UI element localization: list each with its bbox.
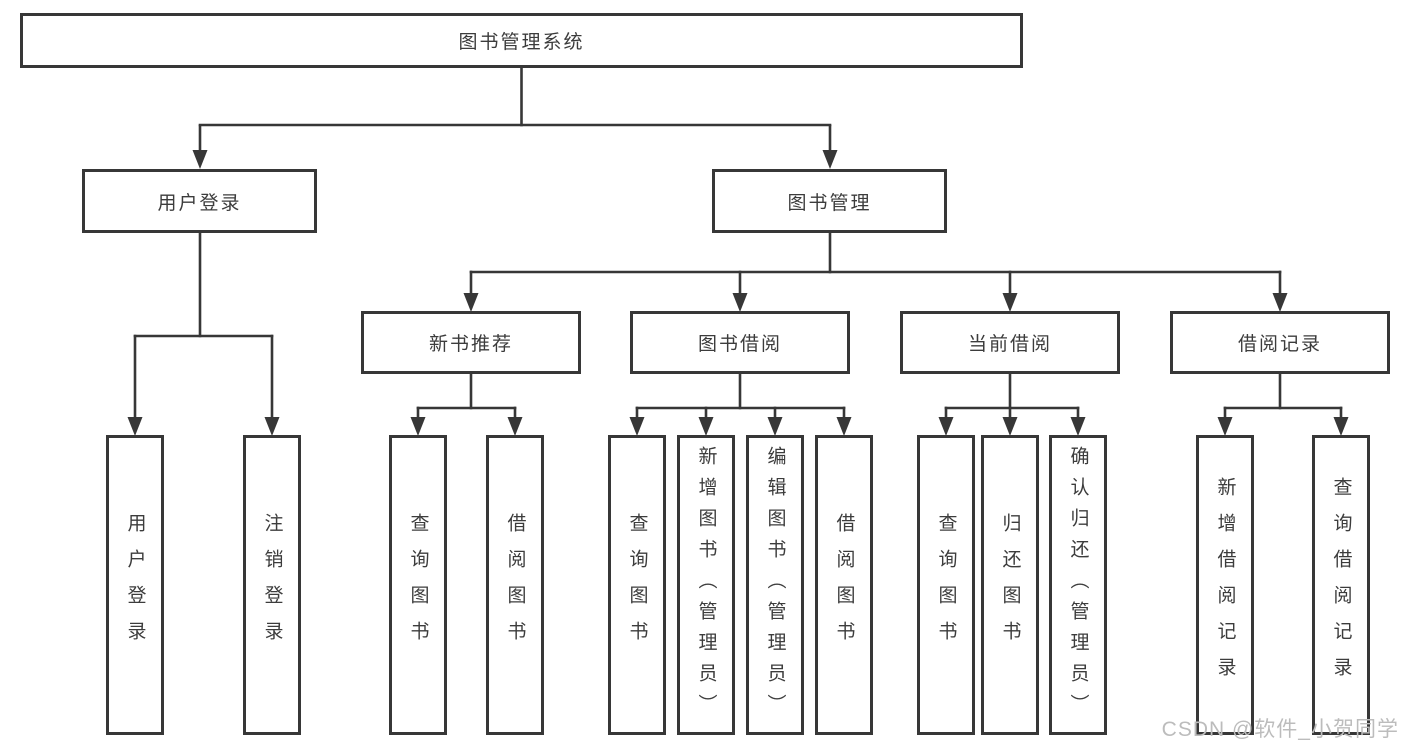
node-label: 图书管理: [787, 192, 872, 214]
leaf-user-login: 用户登录: [106, 435, 164, 735]
node-label: 归还图书: [999, 513, 1021, 657]
node-label: 查询图书: [626, 513, 648, 657]
node-label: 确认归还（管理员）: [1067, 445, 1089, 725]
leaf-current-confirm-return-admin: 确认归还（管理员）: [1049, 435, 1107, 735]
leaf-borrow-edit-book-admin: 编辑图书（管理员）: [746, 435, 804, 735]
node-book-borrow: 图书借阅: [630, 311, 850, 374]
node-label: 新增借阅记录: [1214, 477, 1236, 693]
leaf-borrow-add-book-admin: 新增图书（管理员）: [677, 435, 735, 735]
node-label: 新书推荐: [428, 334, 513, 355]
node-label: 图书管理系统: [458, 32, 585, 53]
leaf-borrow-borrow-books: 借阅图书: [815, 435, 873, 735]
node-library-system: 图书管理系统: [20, 13, 1023, 68]
node-label: 用户登录: [157, 192, 242, 214]
node-book-management: 图书管理: [712, 169, 947, 233]
node-label: 新增图书（管理员）: [695, 445, 717, 725]
node-label: 查询图书: [935, 513, 957, 657]
node-label: 借阅图书: [833, 513, 855, 657]
leaf-newbook-borrow-books: 借阅图书: [486, 435, 544, 735]
node-borrow-records: 借阅记录: [1170, 311, 1390, 374]
node-label: 用户登录: [124, 513, 146, 657]
node-label: 借阅记录: [1237, 334, 1322, 355]
leaf-newbook-query-books: 查询图书: [389, 435, 447, 735]
node-label: 查询图书: [407, 513, 429, 657]
leaf-records-add-record: 新增借阅记录: [1196, 435, 1254, 735]
csdn-watermark: CSDN @软件_小贺同学: [1161, 718, 1399, 741]
leaf-borrow-query-books: 查询图书: [608, 435, 666, 735]
leaf-logout: 注销登录: [243, 435, 301, 735]
leaf-current-return-books: 归还图书: [981, 435, 1039, 735]
node-label: 当前借阅: [967, 334, 1052, 355]
leaf-records-query-record: 查询借阅记录: [1312, 435, 1370, 735]
node-label: 注销登录: [261, 513, 283, 657]
node-label: 图书借阅: [697, 334, 782, 355]
node-label: 借阅图书: [504, 513, 526, 657]
node-label: 查询借阅记录: [1330, 477, 1352, 693]
node-current-borrow: 当前借阅: [900, 311, 1120, 374]
leaf-current-query-books: 查询图书: [917, 435, 975, 735]
node-user-login: 用户登录: [82, 169, 317, 233]
node-new-book-recommend: 新书推荐: [361, 311, 581, 374]
node-label: 编辑图书（管理员）: [764, 445, 786, 725]
